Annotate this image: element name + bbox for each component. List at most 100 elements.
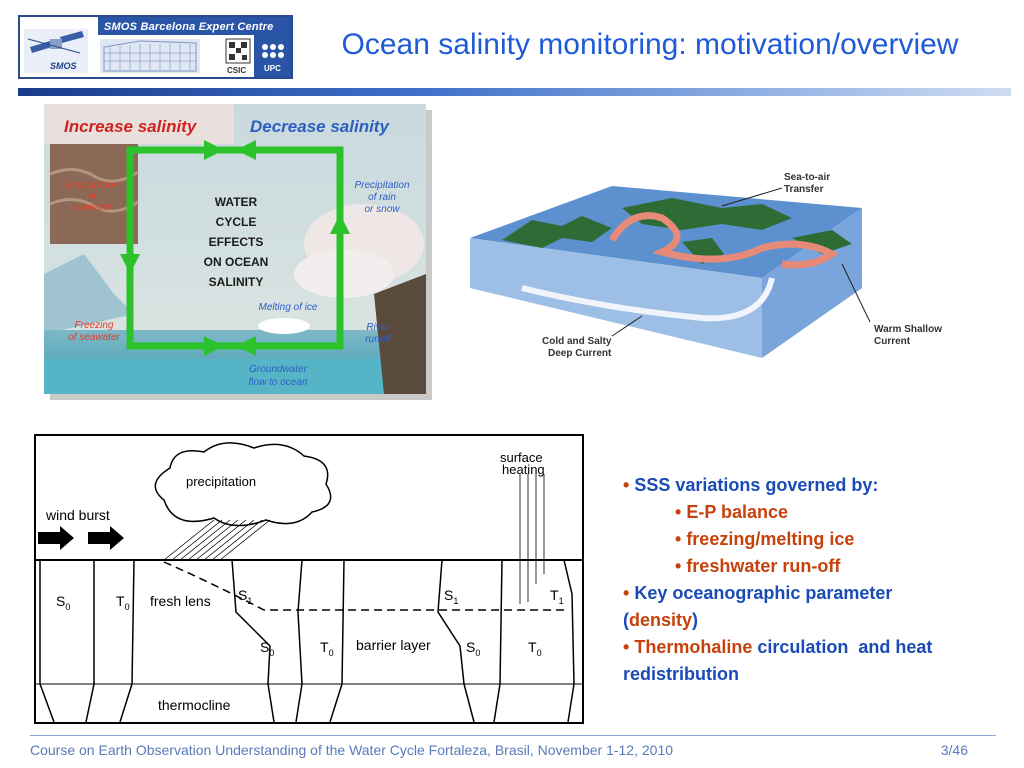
evaporation-label-2: of xyxy=(88,191,98,202)
logo-ribbon-text: SMOS Barcelona Expert Centre xyxy=(104,21,274,33)
wind-burst-label: wind burst xyxy=(45,507,110,523)
logo-ribbon: SMOS Barcelona Expert Centre xyxy=(98,17,291,35)
precip-label-3: or snow xyxy=(364,204,400,215)
t0-c: T xyxy=(528,639,537,655)
thermohaline-figure: Sea-to-air Transfer Cold and Salty Deep … xyxy=(462,168,950,378)
freezing-label-1: Freezing xyxy=(75,320,114,331)
bullet-ice: • freezing/melting ice xyxy=(675,529,855,549)
river-label-1: River xyxy=(366,322,390,333)
upc-text: UPC xyxy=(264,64,281,73)
bullet-sss: • SSS variations governed by: xyxy=(623,475,879,495)
bullet-sss-text: SSS variations governed by: xyxy=(634,475,879,495)
sea-to-air-label-1: Sea-to-air xyxy=(784,172,830,183)
page-number: 3/46 xyxy=(940,742,968,758)
barrier-layer-figure: precipitation surface heating wind burst… xyxy=(34,434,584,724)
density-text: density xyxy=(629,610,693,630)
surface-heating-label-2: heating xyxy=(502,462,545,477)
barrier-layer-schematic: precipitation surface heating wind burst… xyxy=(34,434,584,724)
svg-text:T1: T1 xyxy=(550,587,564,606)
t1-sub: 1 xyxy=(559,596,564,606)
s0-a: S xyxy=(56,593,65,609)
svg-text:T0: T0 xyxy=(320,639,334,658)
smos-bec-logo: SMOS Barcelona Expert Centre SMOS CSIC xyxy=(18,15,293,79)
svg-text:S1: S1 xyxy=(444,587,458,606)
bullet-runoff: • freshwater run-off xyxy=(675,556,841,576)
s1-b: S xyxy=(444,587,453,603)
t0-b: T xyxy=(320,639,329,655)
surface-heating-label-1: surface xyxy=(500,450,543,465)
center-line-5: SALINITY xyxy=(209,275,264,289)
barrier-layer-label: barrier layer xyxy=(356,637,431,653)
warm-shallow-label-2: Current xyxy=(874,336,911,347)
s0-b-sub: 0 xyxy=(269,648,274,658)
thermocline-label: thermocline xyxy=(158,697,231,713)
thermohaline-text: Thermohaline xyxy=(634,637,753,657)
svg-text:S0: S0 xyxy=(466,639,480,658)
cold-salty-label-1: Cold and Salty xyxy=(542,336,612,347)
logo-smos-text: SMOS xyxy=(50,61,77,71)
cold-salty-label-2: Deep Current xyxy=(548,348,612,359)
t1: T xyxy=(550,587,559,603)
t0-a: T xyxy=(116,593,125,609)
t0-a-sub: 0 xyxy=(125,602,130,612)
groundwater-label-1: Groundwater xyxy=(249,364,307,375)
bullet-runoff-text: freshwater run-off xyxy=(686,556,841,576)
groundwater-label-2: flow to ocean xyxy=(249,377,308,388)
svg-text:T0: T0 xyxy=(528,639,542,658)
bullet-thermohaline: • Thermohaline circulation and heat xyxy=(623,637,933,657)
precip-label-2: of rain xyxy=(368,192,396,203)
evaporation-label-1: Evaporation xyxy=(65,180,119,191)
bullet-ice-text: freezing/melting ice xyxy=(686,529,855,549)
svg-text:S0: S0 xyxy=(260,639,274,658)
freezing-label-2: of seawater xyxy=(68,332,120,343)
melting-label: Melting of ice xyxy=(259,302,318,313)
center-caption: WATER CYCLE EFFECTS ON OCEAN SALINITY xyxy=(204,195,269,289)
thermohaline-rest: circulation and heat xyxy=(757,637,933,657)
s0-a-sub: 0 xyxy=(65,602,70,612)
bullet-key-param-text: Key oceanographic parameter xyxy=(634,583,893,603)
slide-title: Ocean salinity monitoring: motivation/ov… xyxy=(341,28,959,61)
water-cycle-figure: Increase salinity Decrease salinity Evap… xyxy=(44,104,426,394)
bullet-density: (density) xyxy=(623,610,699,630)
center-line-3: EFFECTS xyxy=(209,235,264,249)
evaporation-label-3: seawater xyxy=(72,202,113,213)
precip-label-1: Precipitation xyxy=(354,180,409,191)
center-line-4: ON OCEAN xyxy=(204,255,269,269)
center-line-2: CYCLE xyxy=(216,215,257,229)
svg-text:T0: T0 xyxy=(116,593,130,612)
center-line-1: WATER xyxy=(215,195,258,209)
river-label-2: runoff xyxy=(365,334,392,345)
svg-text:S0: S0 xyxy=(56,593,70,612)
s0-b: S xyxy=(260,639,269,655)
t0-c-sub: 0 xyxy=(537,648,542,658)
cycle-arrows xyxy=(126,146,344,350)
increase-salinity-label: Increase salinity xyxy=(64,117,198,136)
sea-to-air-label-2: Transfer xyxy=(784,184,824,195)
redistribution-text: redistribution xyxy=(623,664,739,684)
bullet-ep: • E-P balance xyxy=(675,502,789,522)
svg-text:S1: S1 xyxy=(238,587,252,606)
water-cycle-illustration: Increase salinity Decrease salinity Evap… xyxy=(44,104,426,394)
s1-b-sub: 1 xyxy=(453,596,458,606)
s1-a-sub: 1 xyxy=(247,596,252,606)
s1-a: S xyxy=(238,587,247,603)
bullet-list: • SSS variations governed by: • E-P bala… xyxy=(623,472,998,688)
s0-c-sub: 0 xyxy=(475,648,480,658)
upc-logo: UPC xyxy=(254,35,291,77)
footer-text: Course on Earth Observation Understandin… xyxy=(30,742,674,758)
logo-graphics: SMOS CSIC UPC xyxy=(24,29,291,77)
bullet-redistribution: redistribution xyxy=(623,661,998,688)
bullet-key-param: • Key oceanographic parameter xyxy=(623,583,893,603)
warm-shallow-label-1: Warm Shallow xyxy=(874,324,942,335)
bullet-ep-text: E-P balance xyxy=(686,502,789,522)
decrease-salinity-label: Decrease salinity xyxy=(250,117,390,136)
csic-logo: CSIC xyxy=(225,38,251,75)
building-icon xyxy=(100,39,200,73)
s0-c: S xyxy=(466,639,475,655)
thermohaline-illustration: Sea-to-air Transfer Cold and Salty Deep … xyxy=(470,172,942,359)
fresh-lens-label: fresh lens xyxy=(150,593,211,609)
title-underline xyxy=(18,88,1011,96)
satellite-icon xyxy=(24,29,88,73)
t0-b-sub: 0 xyxy=(329,648,334,658)
precipitation-label: precipitation xyxy=(186,474,256,489)
